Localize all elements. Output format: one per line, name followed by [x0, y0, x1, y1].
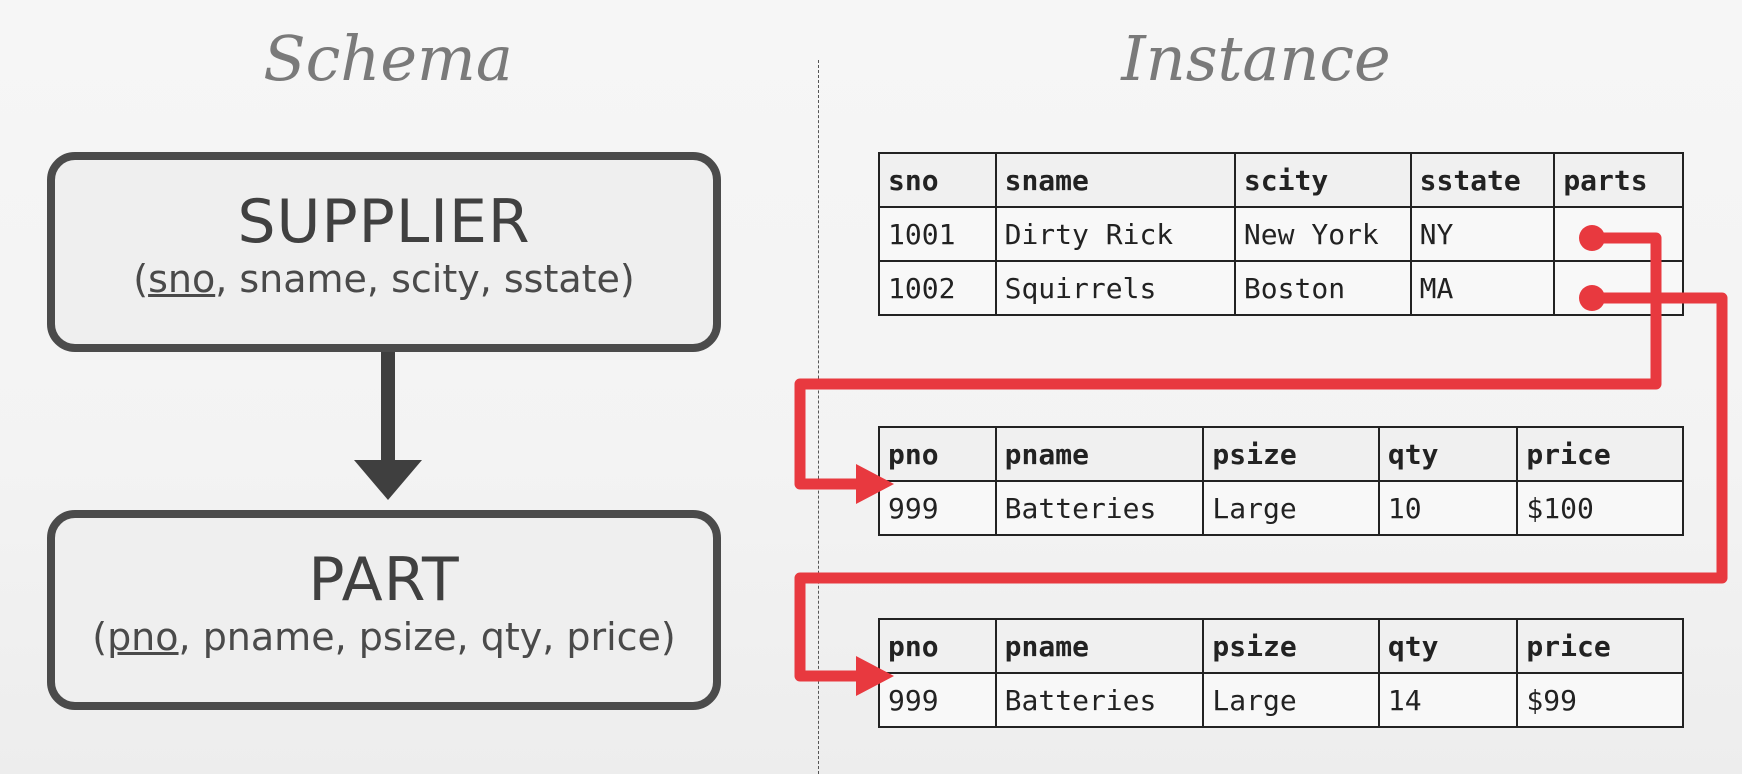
schema-title: Schema — [263, 22, 513, 95]
column-header: sstate — [1409, 152, 1556, 208]
schema-arrow-shaft — [381, 352, 395, 462]
instance-title: Instance — [1121, 22, 1391, 95]
column-header: pno — [878, 426, 997, 482]
part-primary-key: pno — [107, 615, 179, 659]
part-instance-table: pno pname psize qty price 999 Batteries … — [878, 426, 1684, 536]
table-cell: Squirrels — [994, 260, 1236, 316]
table-cell: 1002 — [878, 260, 997, 316]
column-header: qty — [1377, 618, 1519, 674]
table-cell: NY — [1409, 206, 1556, 262]
column-header: pname — [994, 618, 1205, 674]
table-cell: 1001 — [878, 206, 997, 262]
table-cell: $99 — [1516, 672, 1684, 728]
column-header: sname — [994, 152, 1236, 208]
supplier-other-attributes: , sname, scity, sstate) — [215, 257, 635, 301]
table-cell: Large — [1202, 480, 1380, 536]
table-cell: Boston — [1233, 260, 1412, 316]
part-entity-attributes: (pno, pname, psize, qty, price) — [55, 614, 713, 660]
supplier-entity-box: SUPPLIER (sno, sname, scity, sstate) — [47, 152, 721, 352]
table-cell: 999 — [878, 672, 997, 728]
column-header: pname — [994, 426, 1205, 482]
table-header-row: sno sname scity sstate parts — [878, 152, 1684, 208]
section-divider — [818, 60, 819, 774]
table-cell: Batteries — [994, 672, 1205, 728]
open-paren: ( — [92, 615, 108, 659]
column-header: qty — [1377, 426, 1519, 482]
column-header: sno — [878, 152, 997, 208]
table-cell: Batteries — [994, 480, 1205, 536]
table-header-row: pno pname psize qty price — [878, 426, 1684, 482]
table-cell: Large — [1202, 672, 1380, 728]
parts-pointer-cell — [1553, 206, 1684, 262]
column-header: pno — [878, 618, 997, 674]
column-header: price — [1516, 426, 1684, 482]
table-row: 999 Batteries Large 14 $99 — [878, 672, 1684, 728]
supplier-entity-name: SUPPLIER — [237, 187, 531, 257]
part-other-attributes: , pname, psize, qty, price) — [178, 615, 676, 659]
table-row: 999 Batteries Large 10 $100 — [878, 480, 1684, 536]
column-header: parts — [1553, 152, 1684, 208]
table-cell: New York — [1233, 206, 1412, 262]
part-instance-table: pno pname psize qty price 999 Batteries … — [878, 618, 1684, 728]
column-header: psize — [1202, 618, 1380, 674]
supplier-primary-key: sno — [148, 257, 216, 301]
column-header: scity — [1233, 152, 1412, 208]
supplier-entity-attributes: (sno, sname, scity, sstate) — [55, 256, 713, 302]
table-cell: Dirty Rick — [994, 206, 1236, 262]
table-cell: MA — [1409, 260, 1556, 316]
table-cell: 999 — [878, 480, 997, 536]
table-cell: 10 — [1377, 480, 1519, 536]
table-cell: 14 — [1377, 672, 1519, 728]
open-paren: ( — [133, 257, 149, 301]
schema-arrow-head — [354, 460, 422, 500]
table-cell: $100 — [1516, 480, 1684, 536]
supplier-instance-table: sno sname scity sstate parts 1001 Dirty … — [878, 152, 1684, 316]
part-entity-box: PART (pno, pname, psize, qty, price) — [47, 510, 721, 710]
table-row: 1001 Dirty Rick New York NY — [878, 206, 1684, 262]
column-header: price — [1516, 618, 1684, 674]
table-row: 1002 Squirrels Boston MA — [878, 260, 1684, 316]
column-header: psize — [1202, 426, 1380, 482]
table-header-row: pno pname psize qty price — [878, 618, 1684, 674]
parts-pointer-cell — [1553, 260, 1684, 316]
part-entity-name: PART — [308, 545, 460, 615]
